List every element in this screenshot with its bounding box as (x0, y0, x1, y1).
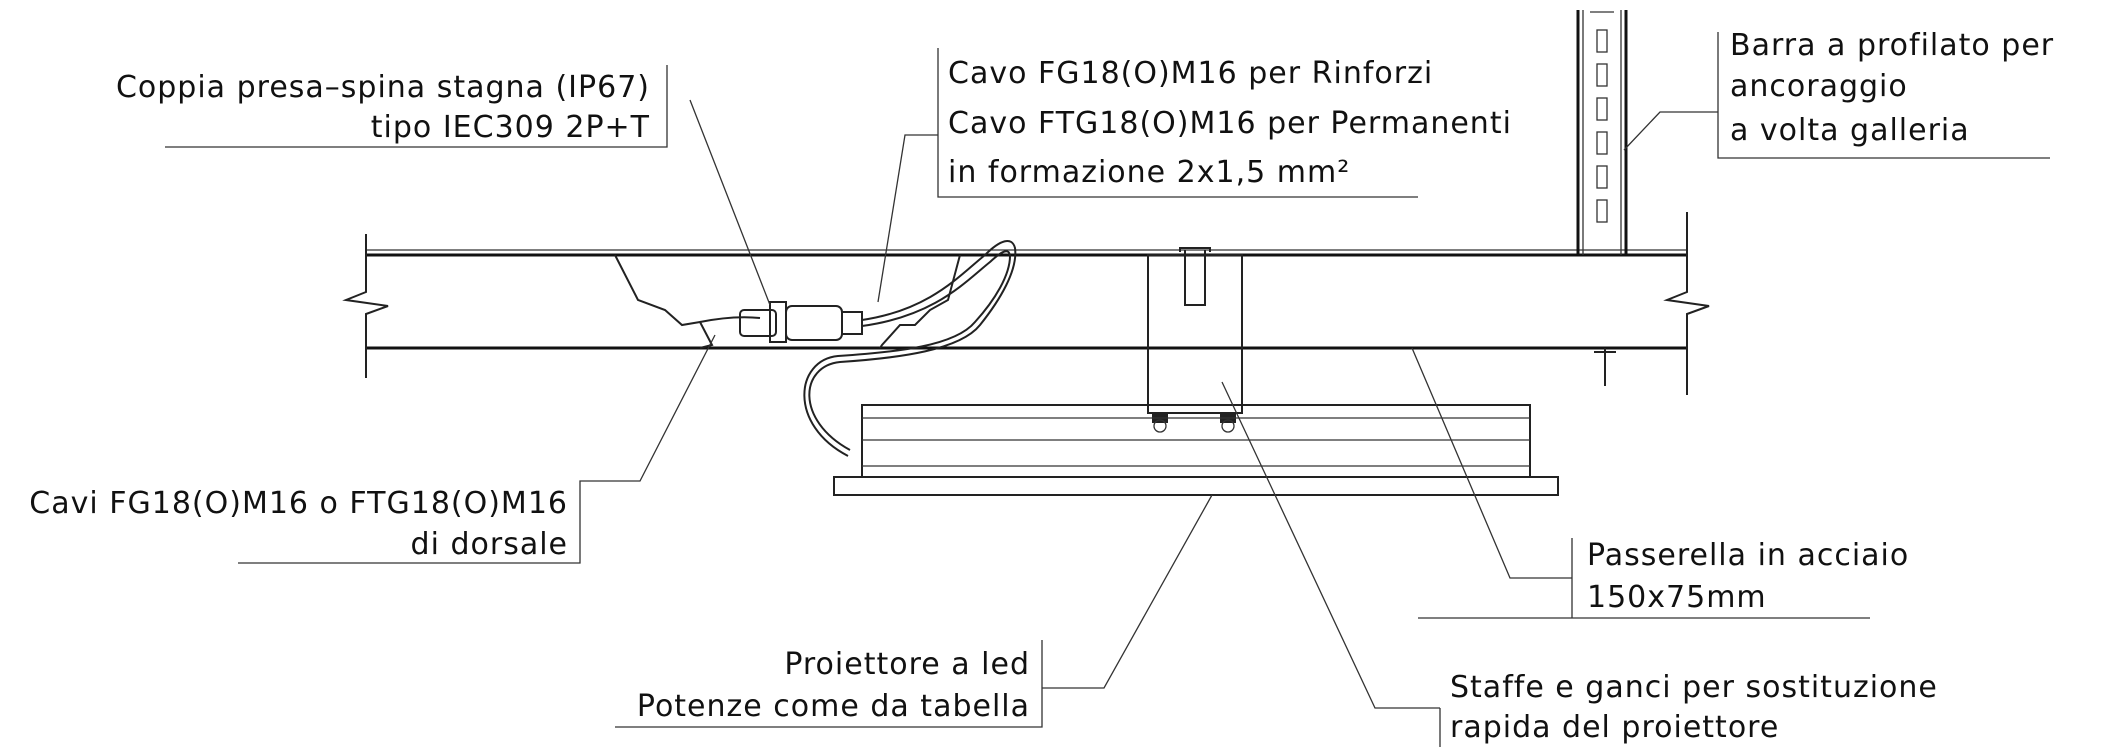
proiettore-line-1: Proiettore a led (784, 647, 1030, 682)
passerella-line-2: 150x75mm (1587, 580, 1767, 615)
label-coppia: Coppia presa–spina stagna (IP67) tipo IE… (116, 70, 650, 145)
led-floodlight (833, 404, 1559, 496)
coppia-line-2: tipo IEC309 2P+T (371, 110, 650, 145)
bracket-bolts (1152, 413, 1236, 433)
passerella-line-1: Passerella in acciaio (1587, 538, 1909, 573)
label-proiettore: Proiettore a led Potenze come da tabella (637, 647, 1030, 724)
label-cavo: Cavo FG18(O)M16 per Rinforzi Cavo FTG18(… (948, 56, 1512, 190)
barra-line-2: ancoraggio (1730, 69, 1908, 104)
proiettore-line-2: Potenze come da tabella (637, 689, 1030, 724)
cavi-line-2: di dorsale (411, 527, 568, 562)
plug-socket-pair (699, 301, 863, 343)
staffe-line-1: Staffe e ganci per sostituzione (1450, 670, 1938, 705)
cavo-line-1: Cavo FG18(O)M16 per Rinforzi (948, 56, 1433, 91)
label-staffe: Staffe e ganci per sostituzione rapida d… (1450, 670, 1938, 745)
cable-tray (342, 212, 1710, 395)
cavi-line-1: Cavi FG18(O)M16 o FTG18(O)M16 (29, 486, 568, 521)
label-barra: Barra a profilato per ancoraggio a volta… (1730, 28, 2054, 148)
barra-line-1: Barra a profilato per (1730, 28, 2054, 63)
label-passerella: Passerella in acciaio 150x75mm (1587, 538, 1909, 615)
leader-lines (165, 32, 2050, 747)
cables (803, 239, 1017, 457)
cavo-line-2: Cavo FTG18(O)M16 per Permanenti (948, 106, 1512, 141)
barra-line-3: a volta galleria (1730, 113, 1970, 148)
cavo-line-3: in formazione 2x1,5 mm² (948, 155, 1350, 190)
label-cavi-dorsale: Cavi FG18(O)M16 o FTG18(O)M16 di dorsale (29, 486, 568, 562)
coppia-line-1: Coppia presa–spina stagna (IP67) (116, 70, 650, 105)
staffe-line-2: rapida del proiettore (1450, 710, 1779, 745)
anchor-profile-bar (1576, 10, 1628, 386)
